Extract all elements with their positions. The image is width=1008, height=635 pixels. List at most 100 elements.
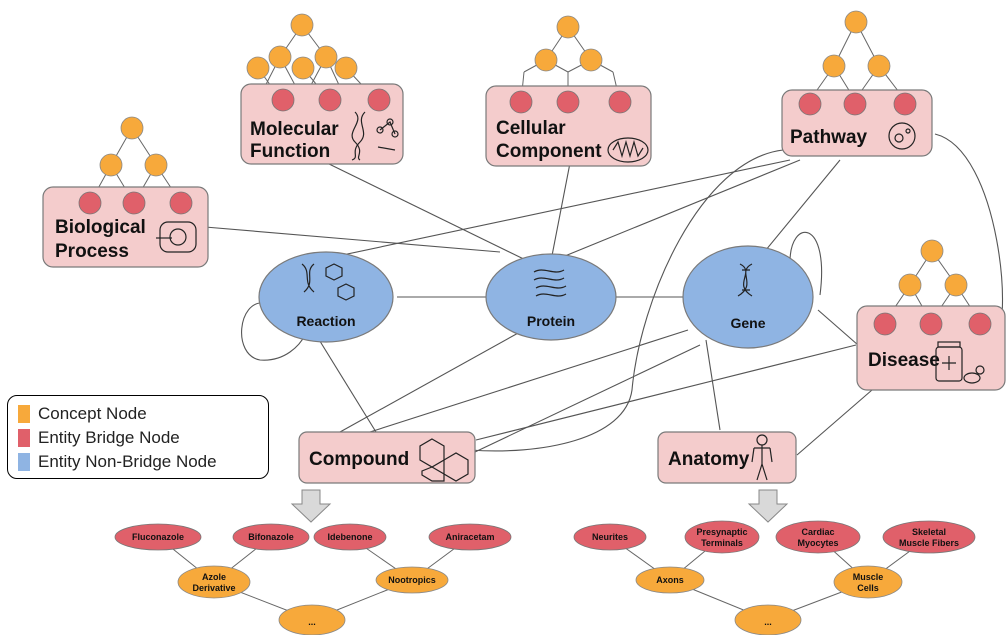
concept-node (291, 56, 315, 80)
root-label: ... (764, 617, 772, 627)
concept-node (898, 273, 922, 297)
entity-bridge-node (608, 90, 632, 114)
compound-down-arrow (290, 489, 332, 523)
leaf-label: Fluconazole (132, 532, 184, 542)
entity-bridge-node (318, 88, 342, 112)
disease-node: Disease (856, 305, 1006, 391)
reaction-label: Reaction (296, 313, 355, 329)
leaf-label: Cardiac (801, 527, 834, 537)
protein-node: Protein (485, 253, 617, 341)
compound-node: Compound (298, 431, 476, 484)
gene-label: Gene (730, 315, 765, 331)
leaf-label: Myocytes (797, 538, 838, 548)
dna-molecule-icon (351, 111, 399, 161)
concept-node (867, 54, 891, 78)
dna-reaction-icon (301, 263, 355, 301)
graph-edges (204, 133, 1004, 456)
concept-node (246, 56, 270, 80)
legend-label: Entity Non-Bridge Node (38, 452, 217, 471)
legend-swatch (18, 453, 30, 471)
human-body-icon (751, 434, 773, 481)
molecular-function-label-2: Function (250, 141, 330, 162)
entity-node (573, 523, 647, 551)
cellular-component-label-1: Cellular (496, 118, 566, 139)
entity-bridge-node (843, 92, 867, 116)
entity-bridge-node (873, 312, 897, 336)
leaf-label: Idebenone (327, 532, 372, 542)
disease-label: Disease (868, 350, 940, 371)
concept-node (556, 15, 580, 39)
concept-node (120, 116, 144, 140)
compound-label: Compound (309, 449, 409, 470)
anatomy-hierarchy-tree: Neurites Presynaptic Terminals Cardiac M… (573, 520, 976, 635)
concept-label: Derivative (192, 583, 235, 593)
concept-node (278, 604, 346, 635)
leaf-label: Bifonazole (248, 532, 294, 542)
dna-helix-icon (737, 263, 753, 297)
concept-node (822, 54, 846, 78)
entity-node (428, 523, 512, 551)
protein-structure-icon (533, 269, 567, 297)
legend-item-entity-bridge: Entity Bridge Node (18, 426, 258, 450)
leaf-label: Presynaptic (696, 527, 747, 537)
concept-node (334, 56, 358, 80)
leaf-label: Muscle Fibers (899, 538, 959, 548)
concept-node (833, 565, 903, 599)
legend-label: Entity Bridge Node (38, 428, 180, 447)
concept-node (579, 48, 603, 72)
concept-node (944, 273, 968, 297)
molecular-function-label-1: Molecular (250, 119, 339, 140)
protein-label: Protein (527, 313, 575, 329)
concept-node (290, 13, 314, 37)
entity-bridge-node (169, 191, 193, 215)
pathway-label: Pathway (790, 127, 868, 148)
concept-label: Cells (857, 583, 879, 593)
anatomy-down-arrow (747, 489, 789, 523)
entity-node (114, 523, 202, 551)
mitochondria-icon (607, 137, 649, 163)
pathway-concept-tree (809, 10, 906, 101)
concept-node (177, 565, 251, 599)
concept-label: Nootropics (388, 575, 436, 585)
leaf-label: Skeletal (912, 527, 946, 537)
entity-bridge-node (122, 191, 146, 215)
entity-bridge-node (367, 88, 391, 112)
concept-node (99, 153, 123, 177)
entity-bridge-node (556, 90, 580, 114)
pathway-node: Pathway (781, 89, 933, 157)
concept-node (844, 10, 868, 34)
cell-signaling-icon (888, 122, 916, 150)
legend: Concept Node Entity Bridge Node Entity N… (7, 395, 269, 479)
anatomy-label: Anatomy (668, 449, 750, 470)
entity-node (232, 523, 310, 551)
medicine-bottle-icon (935, 341, 985, 384)
entity-node (882, 520, 976, 554)
root-label: ... (308, 617, 316, 627)
gene-node: Gene (682, 245, 814, 349)
cellular-component-label-2: Component (496, 141, 602, 162)
leaf-label: Neurites (592, 532, 628, 542)
legend-swatch (18, 405, 30, 423)
entity-bridge-node (509, 90, 533, 114)
entity-node (313, 523, 387, 551)
legend-item-entity-non-bridge: Entity Non-Bridge Node (18, 450, 258, 474)
concept-node (375, 566, 449, 594)
biological-process-label-1: Biological (55, 217, 146, 238)
cellular-component-node: Cellular Component (485, 85, 652, 167)
concept-node (314, 45, 338, 69)
concept-node (920, 239, 944, 263)
entity-bridge-node (78, 191, 102, 215)
entity-bridge-node (798, 92, 822, 116)
concept-node (635, 566, 705, 594)
entity-bridge-node (968, 312, 992, 336)
compound-hierarchy-tree: Fluconazole Bifonazole Idebenone Anirace… (114, 523, 512, 635)
biological-process-concept-tree (89, 116, 182, 204)
disease-concept-tree (884, 239, 981, 323)
cell-process-icon (156, 221, 197, 253)
anatomy-node: Anatomy (657, 431, 797, 484)
entity-bridge-node (271, 88, 295, 112)
concept-node (144, 153, 168, 177)
legend-label: Concept Node (38, 404, 147, 423)
entity-bridge-node (893, 92, 917, 116)
